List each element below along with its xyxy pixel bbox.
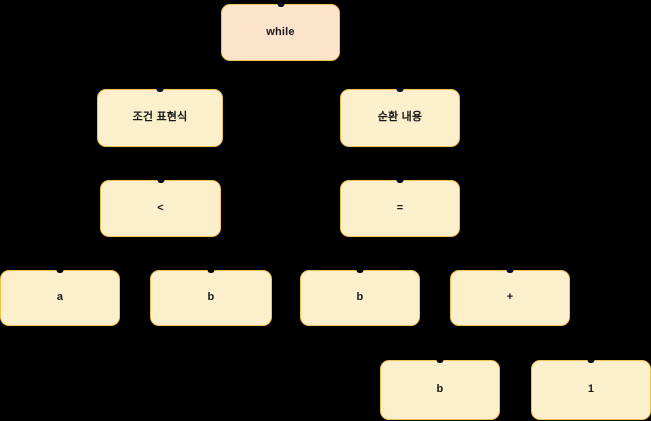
tree-node-plus[interactable]: + xyxy=(450,270,570,326)
tree-node-label: b xyxy=(356,291,364,304)
tree-node-label: = xyxy=(396,201,404,214)
tree-node-label: b xyxy=(207,291,215,304)
tree-node-b-mid[interactable]: b xyxy=(300,270,420,326)
tree-node-condition[interactable]: 조건 표현식 xyxy=(97,89,223,147)
tree-node-a[interactable]: a xyxy=(0,270,120,326)
tree-node-label: while xyxy=(266,25,295,38)
tree-node-less-than[interactable]: < xyxy=(100,180,221,237)
tree-node-label: 1 xyxy=(587,383,595,396)
tree-node-one[interactable]: 1 xyxy=(531,360,651,420)
tree-node-label: 순환 내용 xyxy=(377,111,423,124)
tree-node-label: a xyxy=(56,291,64,304)
tree-node-label: < xyxy=(157,201,164,214)
tree-node-b-bottom[interactable]: b xyxy=(380,360,500,420)
tree-node-while[interactable]: while xyxy=(221,4,340,61)
tree-node-body[interactable]: 순환 내용 xyxy=(340,89,460,147)
tree-node-assign[interactable]: = xyxy=(340,180,460,237)
tree-node-b-left[interactable]: b xyxy=(150,270,272,326)
tree-node-label: + xyxy=(506,291,514,304)
tree-node-label: 조건 표현식 xyxy=(132,111,188,124)
tree-node-label: b xyxy=(436,383,444,396)
